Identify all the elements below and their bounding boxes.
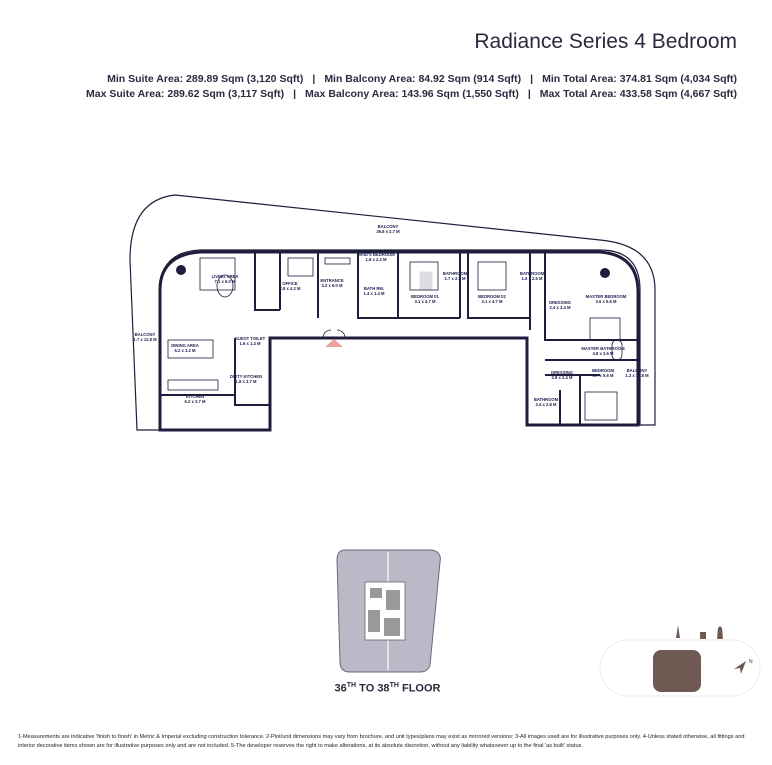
- max-balcony-area: Max Balcony Area: 143.96 Sqm (1,550 Sqft…: [305, 88, 519, 100]
- max-area-row: Max Suite Area: 289.62 Sqm (3,117 Sqft) |…: [86, 87, 737, 102]
- building-landmark-icon: [700, 632, 706, 639]
- page-title: Radiance Series 4 Bedroom: [474, 30, 737, 53]
- compass-arrow-icon: [734, 661, 746, 674]
- plant-icon: [176, 265, 186, 275]
- plant-icon: [600, 268, 610, 278]
- min-suite-area: Min Suite Area: 289.89 Sqm (3,120 Sqft): [107, 73, 304, 85]
- max-total-area: Max Total Area: 433.58 Sqm (4,667 Sqft): [539, 88, 737, 100]
- tower-key-plan: [336, 549, 441, 673]
- room-label: BATH RM.1.4 x 1.4 M: [364, 286, 385, 296]
- unit-walls: [158, 250, 640, 432]
- min-total-area: Min Total Area: 374.81 Sqm (4,034 Sqft): [542, 73, 737, 85]
- location-map: N: [599, 625, 761, 697]
- landmark-block: [653, 650, 701, 692]
- max-suite-area: Max Suite Area: 289.62 Sqm (3,117 Sqft): [86, 88, 285, 100]
- balcony-outline: [129, 194, 656, 431]
- tower-landmark-icon: [676, 625, 680, 638]
- furniture: [167, 257, 623, 421]
- building-landmark-icon: [717, 626, 723, 639]
- entry-marker-icon: [325, 339, 343, 347]
- min-area-row: Min Suite Area: 289.89 Sqm (3,120 Sqft) |…: [86, 72, 737, 87]
- entry-door: [322, 329, 346, 339]
- disclaimer: 1-Measurements are indicative 'finish to…: [18, 734, 745, 749]
- north-label: N: [749, 659, 753, 665]
- min-balcony-area: Min Balcony Area: 84.92 Sqm (914 Sqft): [324, 73, 522, 85]
- floor-range-label: 36TH TO 38TH FLOOR: [334, 682, 441, 695]
- separator: |: [530, 73, 534, 85]
- separator: |: [312, 73, 316, 85]
- area-summary: Min Suite Area: 289.89 Sqm (3,120 Sqft) |…: [86, 72, 737, 102]
- separator: |: [293, 88, 297, 100]
- separator: |: [527, 88, 531, 100]
